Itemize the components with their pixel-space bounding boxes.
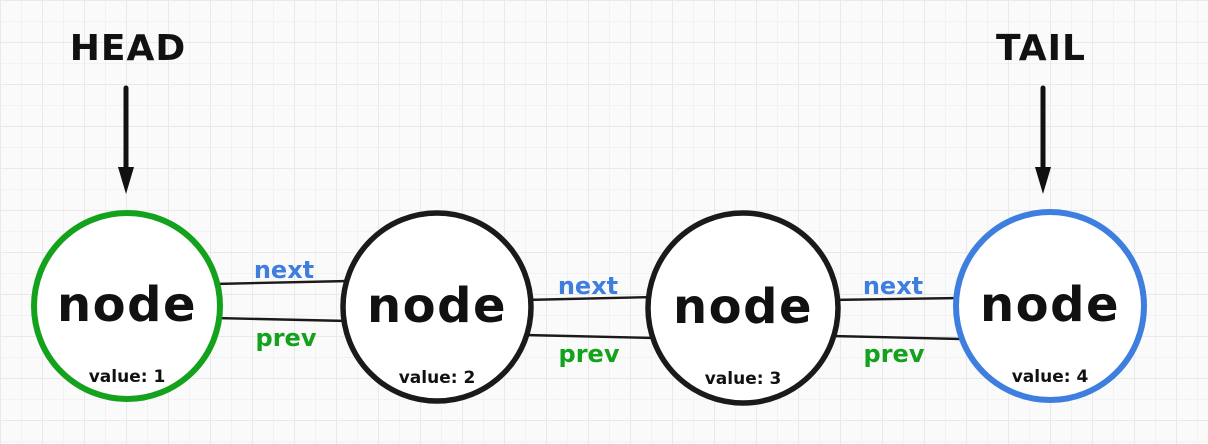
node-2-circle (340, 210, 534, 404)
node-3-label: node (673, 279, 813, 335)
link-2-prev-label: prev (559, 340, 620, 368)
node-2-value: value: 2 (399, 368, 476, 388)
node-4-value: value: 4 (1012, 367, 1089, 387)
node-1-value: value: 1 (89, 367, 166, 387)
link-2-next-label: next (558, 272, 618, 300)
tail-label: TAIL (996, 28, 1086, 69)
node-2: node value: 2 (340, 210, 534, 404)
link-1: next prev (212, 256, 351, 352)
node-1-label: node (57, 277, 197, 333)
link-3-prev-label: prev (864, 340, 925, 368)
node-3-circle (645, 210, 841, 406)
node-3-value: value: 3 (705, 369, 782, 389)
link-1-next-label: next (254, 256, 314, 284)
link-1-prev-label: prev (256, 324, 317, 352)
link-3-next-label: next (863, 272, 923, 300)
node-4-circle (953, 209, 1147, 403)
node-4-label: node (980, 277, 1120, 333)
node-2-label: node (367, 278, 507, 334)
head-label: HEAD (70, 28, 186, 69)
tail-arrow (1035, 85, 1051, 194)
node-4: node value: 4 (953, 209, 1147, 403)
node-1-circle (31, 210, 223, 402)
link-2: next prev (522, 272, 658, 368)
node-3: node value: 3 (645, 210, 841, 406)
link-3: next prev (828, 272, 964, 368)
head-arrow (118, 85, 134, 194)
node-1: node value: 1 (31, 210, 223, 402)
